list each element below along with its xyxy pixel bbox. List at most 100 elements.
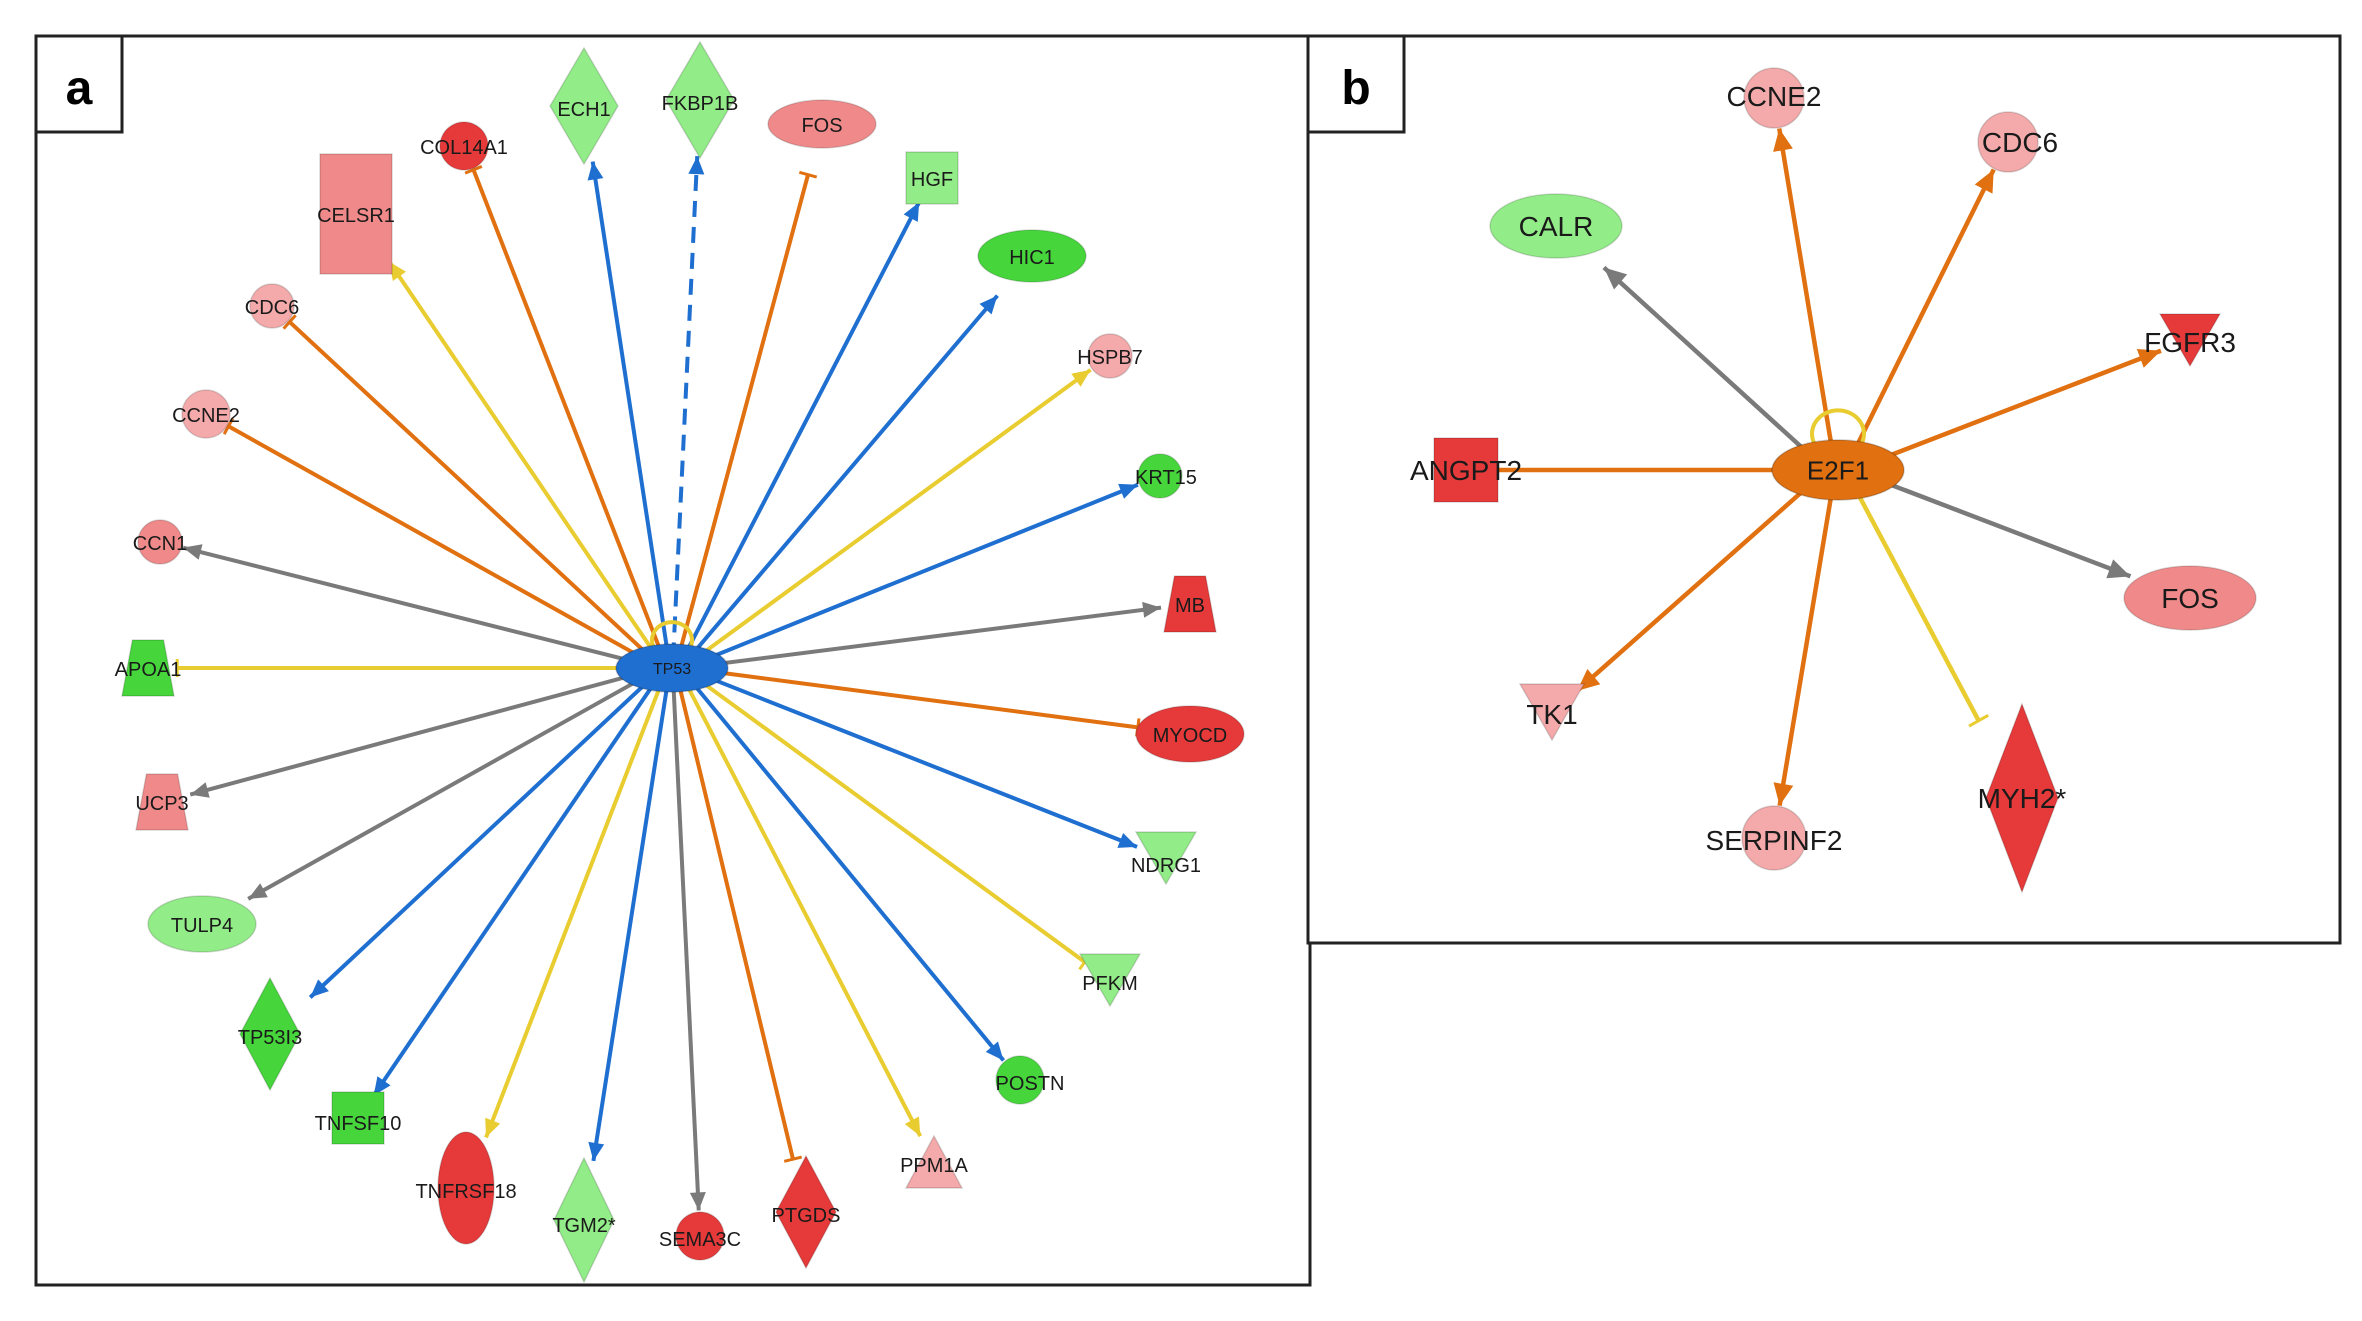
edge-tp53-to-hspb7-arrowhead [1071, 369, 1091, 387]
node-pfkm: PFKM [1078, 953, 1142, 1008]
hub-node-e2f1-label: E2F1 [1807, 455, 1869, 485]
node-fgfr3-label: FGFR3 [2144, 327, 2236, 358]
node-tnfrsf18: TNFRSF18 [415, 1131, 517, 1245]
node-tnfsf10: TNFSF10 [315, 1091, 402, 1145]
edge-tp53-to-pfkm [689, 671, 1086, 964]
edge-tp53-to-tp53i3 [308, 673, 657, 999]
edge-tp53-to-fos-inhibit-bar [798, 170, 818, 179]
node-cdc6-shape [1977, 111, 2039, 173]
node-ccn1-label: CCN1 [133, 533, 187, 555]
edge-e2f1-to-ccne2-arrowhead [1773, 128, 1793, 152]
panel-b-nodes: CCNE2CDC6CALRFGFR3ANGPT2FOSTK1SERPINF2MY… [1410, 67, 2257, 895]
node-ucp3-shape [135, 773, 189, 831]
node-ccne2: CCNE2 [1727, 67, 1821, 129]
node-krt15-shape [1137, 453, 1183, 499]
node-serpinf2-shape [1741, 805, 1807, 871]
node-apoa1-shape [121, 639, 175, 697]
node-ppm1a-label: PPM1A [900, 1155, 968, 1177]
node-mb-label: MB [1175, 595, 1205, 617]
node-fgfr3-shape [2158, 313, 2222, 368]
node-tgm2: TGM2* [552, 1156, 616, 1284]
node-myh2: MYH2* [1978, 701, 2066, 895]
hub-node-tp53-shape [615, 643, 729, 693]
node-ptgds-label: PTGDS [772, 1205, 841, 1227]
node-tk1-shape [1518, 683, 1586, 742]
node-serpinf2: SERPINF2 [1706, 805, 1842, 871]
node-angpt2: ANGPT2 [1410, 437, 1522, 503]
node-hspb7: HSPB7 [1077, 333, 1143, 379]
node-myocd-shape [1135, 705, 1245, 763]
edge-tp53-to-tgm2 [591, 677, 671, 1162]
panel-a-tag-box [34, 34, 124, 134]
panel-b-letter: b [1341, 62, 1370, 115]
node-apoa1-label: APOA1 [115, 659, 182, 681]
node-hspb7-label: HSPB7 [1077, 347, 1143, 369]
node-ccne2-label: CCNE2 [172, 405, 240, 427]
edge-tp53-to-hgf-arrowhead [903, 202, 920, 222]
edge-tp53-to-ndrg1 [692, 669, 1138, 849]
node-tnfrsf18-shape [437, 1131, 495, 1245]
node-ucp3-label: UCP3 [135, 793, 188, 815]
hub-tp53-self-loop [650, 620, 694, 649]
node-tk1-label: TK1 [1526, 699, 1577, 730]
edge-tp53-to-ucp3-arrowhead [190, 782, 210, 798]
edge-tp53-to-col14a1 [471, 169, 666, 660]
node-hgf-label: HGF [911, 169, 953, 191]
edge-tp53-to-celsr1-arrowhead [389, 261, 406, 281]
node-cdc6-shape [249, 283, 295, 329]
node-celsr1-shape [319, 153, 393, 275]
edge-e2f1-to-myh2 [1848, 479, 1981, 722]
edge-tp53-to-ndrg1-arrowhead [1117, 832, 1138, 848]
node-hic1: HIC1 [977, 229, 1087, 283]
hub-node-tp53: TP53 [615, 643, 729, 693]
edge-tp53-to-tnfrsf18-arrowhead [485, 1117, 501, 1138]
node-myocd-label: MYOCD [1153, 725, 1227, 747]
edge-tp53-to-hic1-arrowhead [979, 295, 998, 315]
edge-tp53-to-krt15-arrowhead [1118, 483, 1138, 499]
node-sema3c-label: SEMA3C [659, 1229, 741, 1251]
node-ucp3: UCP3 [135, 773, 189, 831]
edge-tp53-to-ccne2-inhibit-bar [222, 417, 235, 435]
node-tk1: TK1 [1518, 683, 1586, 742]
node-apoa1: APOA1 [115, 639, 182, 697]
node-sema3c: SEMA3C [659, 1211, 741, 1261]
node-ech1: ECH1 [549, 46, 619, 166]
edge-e2f1-to-ccne2 [1777, 128, 1836, 459]
node-postn-label: POSTN [996, 1073, 1065, 1095]
node-mb: MB [1163, 575, 1217, 633]
edge-tp53-to-fkbp1b-arrowhead [688, 156, 705, 175]
edge-e2f1-to-calr-arrowhead [1603, 267, 1628, 290]
edge-tp53-to-postn [684, 674, 1006, 1062]
edge-tp53-to-ppm1a [680, 675, 923, 1138]
node-krt15-label: KRT15 [1135, 467, 1197, 489]
node-tnfsf10-label: TNFSF10 [315, 1113, 402, 1135]
edge-e2f1-to-serpinf2 [1777, 481, 1836, 807]
node-myh2-shape [1985, 701, 2059, 895]
edge-tp53-to-myocd [693, 667, 1139, 730]
edge-tp53-to-fos [676, 174, 810, 660]
node-col14a1-shape [439, 121, 489, 171]
node-ccne2: CCNE2 [172, 389, 240, 439]
edge-tp53-to-mb-arrowhead [1142, 601, 1162, 618]
edge-e2f1-to-serpinf2-arrowhead [1773, 782, 1794, 806]
hub-node-tp53-label: TP53 [653, 661, 691, 678]
node-ndrg1-shape [1134, 831, 1198, 886]
node-tulp4-shape [147, 895, 257, 953]
node-cdc6-label: CDC6 [245, 297, 299, 319]
edge-tp53-to-sema3c [671, 677, 701, 1211]
node-ptgds: PTGDS [772, 1154, 841, 1270]
node-ndrg1-label: NDRG1 [1131, 855, 1201, 877]
edge-tp53-to-ccn1-arrowhead [183, 544, 203, 560]
edge-tp53-to-col14a1-inhibit-bar [464, 165, 483, 175]
node-col14a1: COL14A1 [420, 121, 508, 171]
panel-b-edges [1498, 128, 2162, 807]
edge-tp53-to-fkbp1b [671, 156, 700, 659]
node-celsr1: CELSR1 [317, 153, 395, 275]
node-ppm1a: PPM1A [900, 1134, 969, 1189]
node-ptgds-shape [775, 1154, 837, 1270]
node-tp53i3-shape [239, 976, 301, 1092]
node-tgm2-label: TGM2* [552, 1215, 616, 1237]
edge-tp53-to-ccne2 [227, 424, 654, 666]
edge-tp53-to-ech1-arrowhead [587, 161, 604, 181]
